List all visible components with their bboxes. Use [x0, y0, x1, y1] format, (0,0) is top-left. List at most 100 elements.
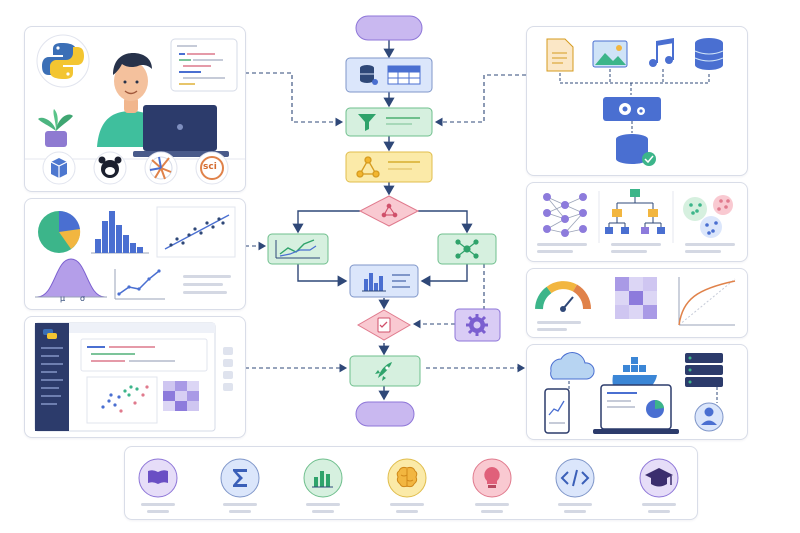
settings-node [454, 308, 501, 342]
flow-arrow-decision-to-right [418, 210, 473, 234]
image-icon [592, 40, 628, 68]
clustering-icon [683, 195, 733, 238]
line-trend-icon [114, 269, 165, 300]
laptop-icon [593, 384, 679, 434]
pie-chart-icon [38, 210, 81, 253]
ide-dashboard-illustration [34, 322, 233, 432]
bar-chart-icon [303, 458, 343, 498]
sigma-icon [220, 458, 260, 498]
placeholder-text-line [183, 275, 231, 278]
placeholder-text-line [648, 510, 670, 513]
file-icon [546, 38, 574, 72]
gear-icon [466, 314, 488, 336]
placeholder-text-line [611, 243, 661, 246]
data-sources-panel [526, 26, 748, 176]
scatter-regression-icon [156, 206, 236, 258]
network-icon [381, 203, 398, 218]
infrastructure-illustration [544, 352, 724, 434]
python-logo-icon [43, 329, 57, 339]
python-logo-icon [36, 34, 90, 88]
user-icon [694, 402, 724, 432]
lightbulb-icon [472, 458, 512, 498]
placeholder-text-line [564, 510, 586, 513]
scatter-cluster-icon [86, 376, 158, 424]
decision-node [358, 195, 420, 227]
phone-icon [544, 388, 570, 434]
network-icon [455, 239, 479, 259]
server-icon [685, 353, 723, 387]
bar-chart-icon [362, 273, 386, 292]
neural-network-icon [543, 193, 587, 237]
histogram-icon [91, 211, 149, 254]
developer-panel: sci [24, 26, 246, 192]
cloud-icon [550, 352, 595, 380]
metrics-panel [526, 268, 748, 338]
placeholder-text-line [685, 243, 735, 246]
library-icons-row: sci [39, 151, 239, 186]
gear-processor-icon [603, 97, 661, 121]
data-ingest-node [345, 57, 433, 93]
database-icon [694, 38, 724, 70]
scipy-icon-label: sci [203, 162, 217, 172]
heatmap-icon [163, 381, 199, 411]
learning-path-icons [138, 458, 679, 498]
flow-arrow-right-to-model [420, 264, 468, 287]
pandas-icon [93, 151, 127, 185]
placeholder-text-line [147, 510, 169, 513]
code-editor-mini-window [170, 38, 238, 92]
placeholder-text-line [537, 321, 581, 324]
code-icon [555, 458, 595, 498]
confusion-matrix-icon [615, 277, 657, 319]
placeholder-text-line [537, 328, 567, 331]
ml-models-illustration [543, 189, 733, 243]
placeholder-text-line [306, 503, 340, 506]
end-node [355, 401, 415, 427]
dashed-link-sources-to-clean [434, 74, 526, 127]
infrastructure-panel [526, 344, 748, 440]
placeholder-text-line [183, 291, 227, 294]
placeholder-text-line [537, 243, 587, 246]
placeholder-text-line [558, 503, 592, 506]
placeholder-text-line [390, 503, 424, 506]
music-icon [649, 38, 674, 67]
database-icon [360, 65, 378, 85]
graduation-cap-icon [639, 458, 679, 498]
metrics-illustration [535, 277, 736, 326]
placeholder-text-line [141, 503, 175, 506]
exploration-node [345, 151, 433, 183]
rocket-icon [375, 362, 392, 381]
checklist-icon [377, 317, 391, 333]
analysis-right-node [437, 233, 497, 265]
network-icon [356, 156, 380, 178]
book-icon [138, 458, 178, 498]
placeholder-text-line [183, 283, 223, 286]
plant-icon [38, 109, 73, 147]
normal-axis-mu-label: μ [60, 294, 66, 303]
learning-path-panel [124, 446, 698, 520]
brain-icon [387, 458, 427, 498]
flow-arrow-decision-to-left [292, 210, 360, 234]
normal-axis-sigma-label: σ [80, 294, 86, 303]
analysis-left-node [267, 233, 329, 265]
placeholder-text-line [611, 250, 647, 253]
normal-distribution-icon [35, 258, 107, 298]
data-sources-illustration [546, 38, 724, 166]
data-cleaning-node [345, 107, 433, 137]
database-icon [616, 134, 656, 166]
table-icon [387, 65, 421, 85]
statistics-charts-panel: μ σ [24, 198, 246, 310]
ide-dashboard-panel [24, 316, 246, 438]
placeholder-text-line [229, 510, 251, 513]
statistics-charts [35, 206, 236, 300]
start-node [355, 15, 423, 41]
decision-tree-icon [605, 189, 665, 234]
dashed-link-dev-to-data [245, 72, 344, 127]
flow-arrow-left-to-model [297, 264, 348, 287]
placeholder-text-line [396, 510, 418, 513]
modeling-node [349, 264, 419, 298]
placeholder-text-line [475, 503, 509, 506]
placeholder-text-line [312, 510, 334, 513]
placeholder-text-line [223, 503, 257, 506]
